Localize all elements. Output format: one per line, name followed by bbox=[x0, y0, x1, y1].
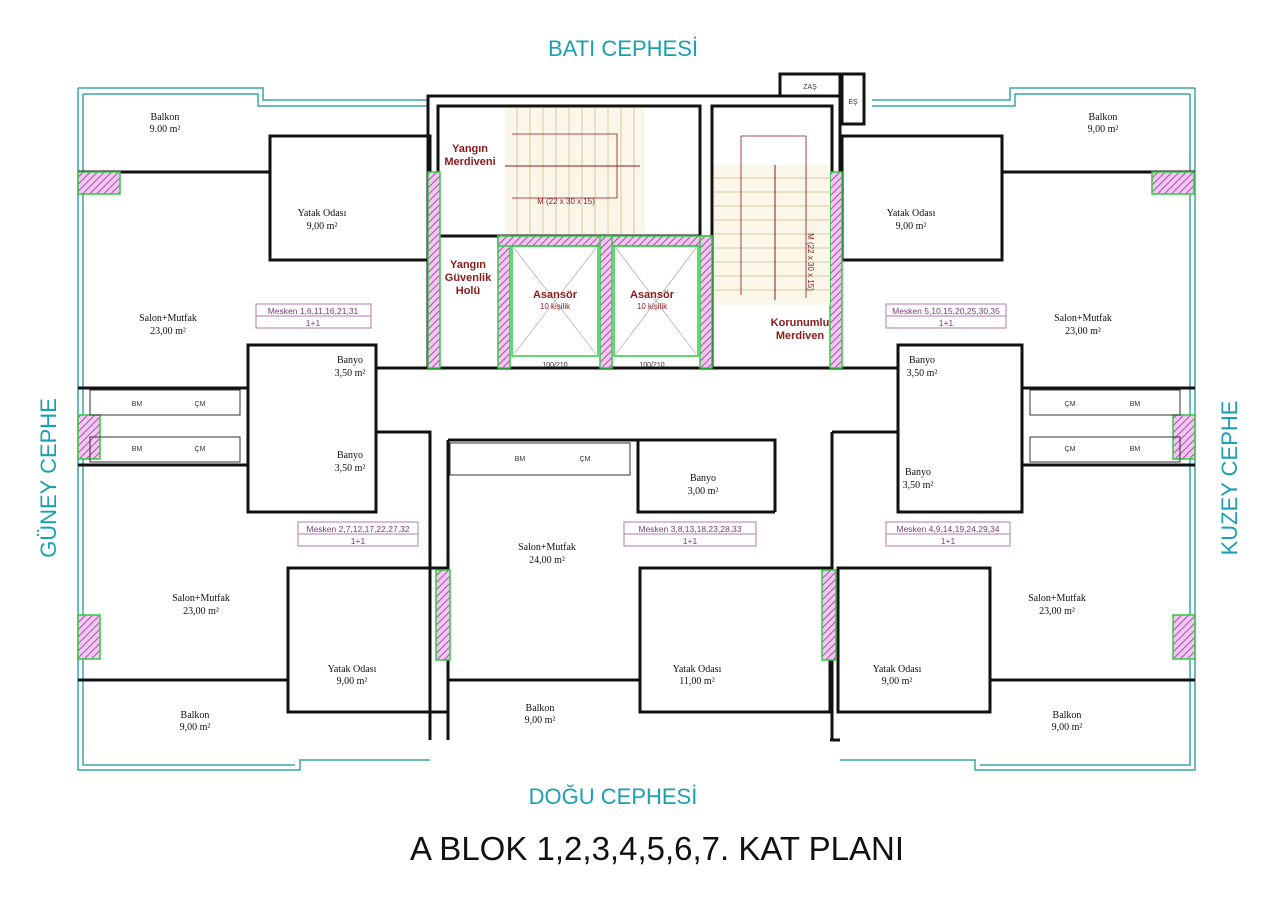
unit-label: Mesken 1,6,11,16,21,31 bbox=[268, 306, 359, 316]
elevator-shafts bbox=[511, 245, 699, 357]
unit-label: Mesken 2,7,12,17,22,27,32 bbox=[306, 524, 409, 534]
elevator-2-door: 100/210 bbox=[639, 362, 664, 369]
room-name: Salon+Mutfak bbox=[172, 593, 230, 604]
plan-title: A BLOK 1,2,3,4,5,6,7. KAT PLANI bbox=[410, 830, 904, 867]
room-name: Balkon bbox=[1053, 710, 1082, 721]
room-name: Salon+Mutfak bbox=[1054, 313, 1112, 324]
room-area: 3,50 m² bbox=[903, 480, 934, 491]
structural-columns bbox=[77, 171, 1196, 661]
room-name: Balkon bbox=[181, 710, 210, 721]
room-name: Salon+Mutfak bbox=[1028, 593, 1086, 604]
unit-type: 1+1 bbox=[683, 536, 698, 546]
room-name: Yatak Odası bbox=[673, 664, 722, 675]
room-area: 3,50 m² bbox=[907, 368, 938, 379]
room-area: 23,00 m² bbox=[1039, 606, 1075, 617]
room-labels: Balkon 9.00 m² Balkon 9,00 m² Balkon 9,0… bbox=[139, 112, 1118, 733]
fire-stair bbox=[505, 108, 645, 234]
protected-stair bbox=[714, 135, 830, 305]
room-area: 3,00 m² bbox=[688, 486, 719, 497]
room-name: Balkon bbox=[1089, 112, 1118, 123]
room-area: 9,00 m² bbox=[307, 221, 338, 232]
room-name: Balkon bbox=[151, 112, 180, 123]
stair-spec-1: M (22 x 30 x 15) bbox=[537, 197, 595, 206]
washer-label: ÇM bbox=[195, 401, 206, 408]
unit-label: Mesken 5,10,15,20,25,30,35 bbox=[892, 306, 1000, 316]
facade-south: GÜNEY CEPHE bbox=[36, 398, 61, 558]
washer-label: ÇM bbox=[195, 446, 206, 453]
washer-label: ÇM bbox=[1065, 401, 1076, 408]
zas-box bbox=[778, 72, 842, 98]
room-name: Balkon bbox=[526, 703, 555, 714]
room-area: 9,00 m² bbox=[337, 676, 368, 687]
room-name: Banyo bbox=[909, 355, 935, 366]
room-area: 23,00 m² bbox=[183, 606, 219, 617]
room-name: Salon+Mutfak bbox=[518, 542, 576, 553]
room-area: 23,00 m² bbox=[150, 326, 186, 337]
washer-label: ÇM bbox=[1065, 446, 1076, 453]
room-name: Banyo bbox=[690, 473, 716, 484]
elevator-1-door: 100/210 bbox=[542, 362, 567, 369]
unit-tags: Mesken 1,6,11,16,21,31 1+1 Mesken 5,10,1… bbox=[255, 303, 1011, 547]
room-name: Yatak Odası bbox=[328, 664, 377, 675]
dishwasher-label: BM bbox=[132, 446, 143, 453]
room-area: 9.00 m² bbox=[150, 124, 181, 135]
room-name: Banyo bbox=[337, 450, 363, 461]
room-area: 3,50 m² bbox=[335, 368, 366, 379]
facade-north: KUZEY CEPHE bbox=[1217, 401, 1242, 556]
room-name: Banyo bbox=[337, 355, 363, 366]
facade-east: DOĞU CEPHESİ bbox=[529, 784, 698, 809]
room-area: 3,50 m² bbox=[335, 463, 366, 474]
stair-spec-2: M (22 x 30 x 15) bbox=[806, 233, 815, 291]
facade-west: BATI CEPHESİ bbox=[548, 36, 698, 61]
room-area: 9,00 m² bbox=[896, 221, 927, 232]
unit-type: 1+1 bbox=[306, 318, 321, 328]
unit-type: 1+1 bbox=[351, 536, 366, 546]
unit-type: 1+1 bbox=[939, 318, 954, 328]
es-label: EŞ bbox=[848, 99, 858, 106]
zas-label: ZAŞ bbox=[803, 84, 817, 91]
dishwasher-label: BM bbox=[1130, 401, 1141, 408]
es-box bbox=[840, 72, 866, 126]
balcony-outlines bbox=[77, 87, 1196, 771]
room-area: 9,00 m² bbox=[882, 676, 913, 687]
room-area: 9,00 m² bbox=[1088, 124, 1119, 135]
room-name: Yatak Odası bbox=[887, 208, 936, 219]
room-area: 23,00 m² bbox=[1065, 326, 1101, 337]
room-name: Yatak Odası bbox=[298, 208, 347, 219]
unit-label: Mesken 3,8,13,18,23,28,33 bbox=[638, 524, 741, 534]
kitchen-counters: BM ÇM BM ÇM ÇM BM ÇM BM BM ÇM bbox=[89, 389, 1181, 476]
unit-label: Mesken 4,9,14,19,24,29,34 bbox=[896, 524, 999, 534]
dishwasher-label: BM bbox=[515, 456, 526, 463]
washer-label: ÇM bbox=[580, 456, 591, 463]
elevator-1-capacity: 10 kişilik bbox=[540, 302, 571, 311]
room-area: 24,00 m² bbox=[529, 555, 565, 566]
room-area: 9,00 m² bbox=[525, 715, 556, 726]
room-name: Banyo bbox=[905, 467, 931, 478]
room-name: Yatak Odası bbox=[873, 664, 922, 675]
elevator-2-capacity: 10 kişilik bbox=[637, 302, 668, 311]
dishwasher-label: BM bbox=[132, 401, 143, 408]
room-name: Salon+Mutfak bbox=[139, 313, 197, 324]
room-area: 11,00 m² bbox=[679, 676, 714, 687]
dishwasher-label: BM bbox=[1130, 446, 1141, 453]
elevator-2-label: Asansör bbox=[630, 289, 675, 301]
elevator-1-label: Asansör bbox=[533, 289, 578, 301]
room-area: 9,00 m² bbox=[1052, 722, 1083, 733]
unit-type: 1+1 bbox=[941, 536, 956, 546]
room-area: 9,00 m² bbox=[180, 722, 211, 733]
